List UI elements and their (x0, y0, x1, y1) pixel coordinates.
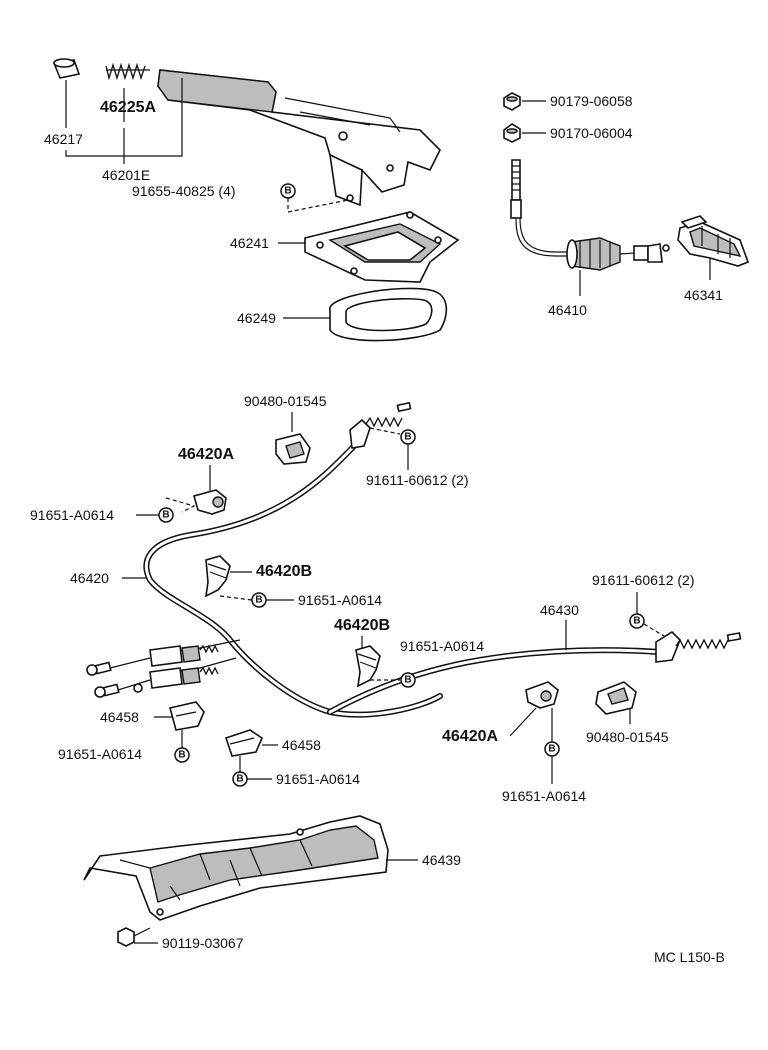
cable-46420-part (143, 401, 443, 718)
svg-text:B: B (404, 432, 411, 443)
heat-insulator-46439-part (83, 815, 389, 921)
label-46241: 46241 (230, 235, 269, 251)
label-46439: 46439 (422, 852, 461, 868)
grommet-90480-right-part (595, 681, 637, 715)
label-90480-01545-top: 90480-01545 (244, 393, 327, 409)
bolt-marker-b-icon: B (280, 183, 296, 199)
cable-46430-part (327, 630, 742, 715)
label-46420A-bot: 46420A (442, 728, 498, 745)
cap-46217-part (52, 58, 81, 79)
clamp-46420B-mid-part (355, 645, 381, 688)
nut-90170-icon (503, 123, 521, 143)
label-46458-left: 46458 (100, 709, 139, 725)
clamp-46420A-top-part (193, 489, 227, 515)
clamp-46420A-bot-part (525, 681, 559, 709)
label-91651-A0614-e: 91651-A0614 (276, 771, 360, 787)
bolt-marker-b-icon: B (232, 771, 248, 787)
boot-ring-46249-part (329, 287, 448, 342)
svg-text:B: B (162, 510, 169, 521)
bolt-marker-b-icon: B (400, 429, 416, 445)
bolt-marker-b-icon: B (251, 592, 267, 608)
label-46458-mid: 46458 (282, 737, 321, 753)
svg-text:B: B (255, 595, 262, 606)
label-91651-A0614-c: 91651-A0614 (400, 638, 484, 654)
svg-text:B: B (633, 616, 640, 627)
bolt-marker-b-icon: B (629, 613, 645, 629)
bracket-46241-part (304, 211, 460, 283)
svg-text:B: B (548, 744, 555, 755)
clip-46458-mid-part (224, 729, 263, 757)
label-90179-06058: 90179-06058 (550, 93, 633, 109)
spring-46225A-part (105, 62, 150, 81)
clip-46458-left-part (169, 701, 205, 731)
label-91611-60612-right: 91611-60612 (2) (592, 572, 694, 588)
bolt-90119-icon (117, 927, 151, 947)
bolt-marker-b-icon: B (174, 747, 190, 763)
label-46420B-top: 46420B (256, 563, 312, 580)
diagram-code: MC L150-B (654, 949, 725, 965)
clamp-46420B-top-part (204, 555, 231, 598)
bolt-marker-b-icon: B (158, 507, 174, 523)
label-90480-01545-right: 90480-01545 (586, 729, 669, 745)
nut-90179-icon (503, 92, 521, 111)
label-91651-A0614-b: 91651-A0614 (298, 592, 382, 608)
label-46420B-mid: 46420B (334, 617, 390, 634)
label-46249: 46249 (237, 310, 276, 326)
label-46201E: 46201E (102, 167, 150, 183)
label-91655-40825: 91655-40825 (4) (132, 183, 236, 199)
label-46420A-top: 46420A (178, 446, 234, 463)
label-90119-03067: 90119-03067 (162, 935, 244, 951)
label-46430: 46430 (540, 602, 579, 618)
bolt-marker-b-icon: B (400, 672, 416, 688)
svg-text:B: B (236, 774, 243, 785)
bolt-marker-b-icon: B (544, 741, 560, 757)
svg-text:B: B (284, 186, 291, 197)
label-46420: 46420 (70, 570, 109, 586)
equalizer-46341-part (677, 215, 750, 267)
front-cable-46410-part (510, 159, 670, 271)
label-46341: 46341 (684, 287, 723, 303)
label-91651-A0614-f: 91651-A0614 (502, 788, 586, 804)
label-46225A: 46225A (100, 99, 156, 116)
svg-text:B: B (404, 675, 411, 686)
label-46217: 46217 (44, 131, 83, 147)
cable-ends-part (86, 639, 241, 698)
label-91611-60612-top: 91611-60612 (2) (366, 472, 468, 488)
brake-lever-46201E-part (157, 69, 441, 207)
label-46410: 46410 (548, 302, 587, 318)
svg-text:B: B (178, 750, 185, 761)
label-91651-A0614-a: 91651-A0614 (30, 507, 114, 523)
label-90170-06004: 90170-06004 (550, 125, 633, 141)
grommet-90480-top-part (275, 433, 311, 465)
label-91651-A0614-d: 91651-A0614 (58, 746, 142, 762)
